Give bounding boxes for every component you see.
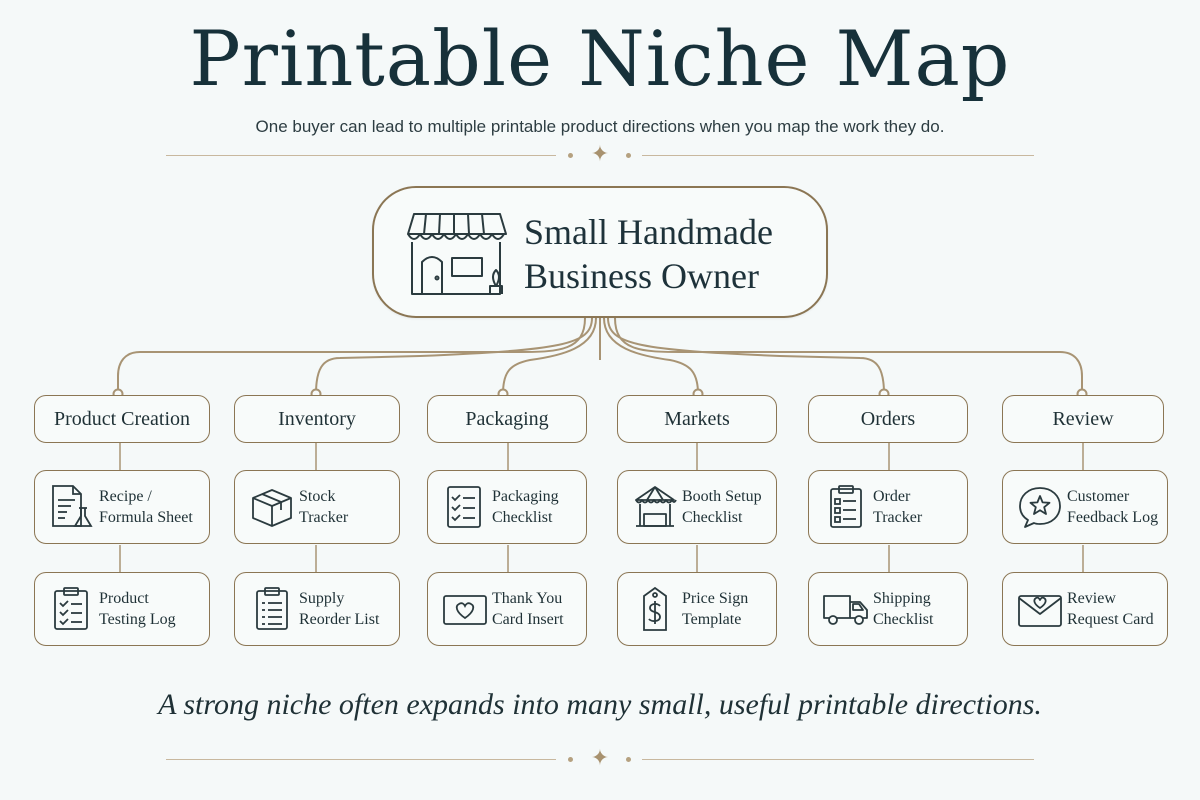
delivery-truck-icon xyxy=(823,595,868,625)
category-inventory: Inventory xyxy=(234,395,400,443)
card-recipe-formula-sheet: Recipe / Formula Sheet xyxy=(34,470,210,544)
checklist-icon xyxy=(447,486,481,528)
card-price-sign-template: Price Sign Template xyxy=(617,572,777,646)
top-divider-dot-right xyxy=(626,153,631,158)
box-icon xyxy=(252,489,292,527)
card-label: Packaging Checklist xyxy=(492,488,559,526)
card-booth-setup-checklist: Booth Setup Checklist xyxy=(617,470,777,544)
card-label: Thank You Card Insert xyxy=(492,590,564,628)
card-label: Booth Setup Checklist xyxy=(682,488,762,526)
card-stock-tracker: Stock Tracker xyxy=(234,470,400,544)
clipboard-list-icon xyxy=(256,587,288,630)
card-thank-you-card-insert: Thank You Card Insert xyxy=(427,572,587,646)
page-title: Printable Niche Map xyxy=(189,14,1011,103)
top-divider-left xyxy=(166,155,556,156)
card-label: Supply Reorder List xyxy=(299,590,380,628)
card-customer-feedback-log: Customer Feedback Log xyxy=(1002,470,1168,544)
card-product-testing-log: Product Testing Log xyxy=(34,572,210,646)
bottom-divider-right xyxy=(642,759,1034,760)
center-label: Small Handmade Business Owner xyxy=(524,212,773,296)
category-review: Review xyxy=(1002,395,1164,443)
price-tag-icon xyxy=(643,586,667,631)
order-clipboard-icon xyxy=(830,485,862,528)
card-label: Product Testing Log xyxy=(99,590,176,628)
card-shipping-checklist: Shipping Checklist xyxy=(808,572,968,646)
bottom-divider-dot-right xyxy=(626,757,631,762)
card-label: Shipping Checklist xyxy=(873,590,934,628)
card-label: Recipe / Formula Sheet xyxy=(99,488,193,526)
bottom-ornament-star-icon: ✦ xyxy=(590,746,610,771)
card-label: Customer Feedback Log xyxy=(1067,488,1159,526)
card-label: Order Tracker xyxy=(873,488,923,526)
top-divider-right xyxy=(642,155,1034,156)
category-packaging: Packaging xyxy=(427,395,587,443)
category-orders: Orders xyxy=(808,395,968,443)
heart-card-icon xyxy=(443,595,487,625)
heart-envelope-icon xyxy=(1018,595,1062,627)
star-speech-bubble-icon xyxy=(1019,487,1061,528)
top-divider-dot-left xyxy=(568,153,573,158)
category-product-creation: Product Creation xyxy=(34,395,210,443)
bottom-divider-left xyxy=(166,759,556,760)
page-subtitle: One buyer can lead to multiple printable… xyxy=(255,117,945,136)
center-node: Small Handmade Business Owner xyxy=(372,186,828,318)
card-review-request-card: Review Request Card xyxy=(1002,572,1168,646)
bottom-divider-dot-left xyxy=(568,757,573,762)
category-markets: Markets xyxy=(617,395,777,443)
card-label: Price Sign Template xyxy=(682,590,749,628)
recipe-sheet-icon xyxy=(52,485,93,527)
footer-tagline: A strong niche often expands into many s… xyxy=(158,688,1042,721)
card-order-tracker: Order Tracker xyxy=(808,470,968,544)
clipboard-checklist-icon xyxy=(54,587,88,630)
storefront-icon xyxy=(407,213,507,295)
booth-tent-icon xyxy=(635,486,677,527)
top-ornament-star-icon: ✦ xyxy=(590,142,610,167)
card-label: Review Request Card xyxy=(1067,590,1154,628)
card-packaging-checklist: Packaging Checklist xyxy=(427,470,587,544)
card-label: Stock Tracker xyxy=(299,488,349,526)
card-supply-reorder-list: Supply Reorder List xyxy=(234,572,400,646)
